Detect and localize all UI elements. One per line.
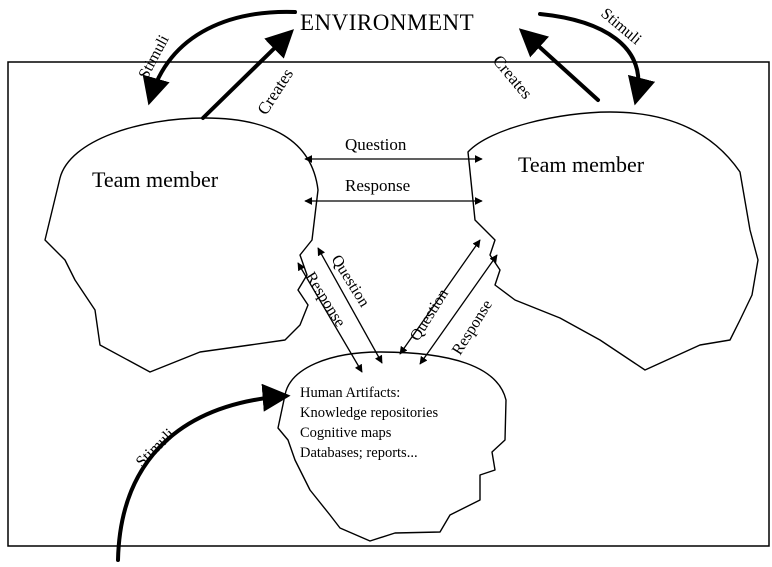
creates-arrow-right	[518, 28, 600, 102]
human-artifacts-line: Cognitive maps	[300, 425, 392, 441]
stimuli-arrow-right	[538, 12, 656, 106]
environment-label: ENVIRONMENT	[300, 10, 474, 35]
right-team-member-label: Team member	[518, 152, 645, 177]
question-label-right: Question	[407, 286, 452, 344]
creates-label-right: Creates	[489, 51, 536, 102]
response-label-right: Response	[449, 297, 496, 358]
left-team-member-head	[44, 117, 319, 373]
creates-arrow-left	[201, 29, 295, 120]
human-artifacts-line: Databases; reports...	[300, 445, 418, 461]
stimuli-arrow-left	[142, 9, 297, 106]
stimuli-label-top-left: Stimuli	[136, 32, 173, 82]
human-artifacts-line: Human Artifacts:	[300, 385, 400, 401]
question-arrow-left-artifacts	[317, 247, 383, 364]
stimuli-label-artifacts: Stimuli	[133, 425, 179, 471]
response-arrow-right-artifacts	[419, 254, 498, 365]
right-team-member-head	[467, 111, 759, 371]
creates-label-left: Creates	[253, 65, 297, 118]
left-team-member-label: Team member	[92, 167, 219, 192]
response-label-members: Response	[345, 176, 410, 195]
stimuli-arrow-artifacts	[116, 383, 291, 562]
team-boundary	[7, 61, 770, 547]
question-label-members: Question	[345, 135, 407, 154]
human-artifacts-line: Knowledge repositories	[300, 405, 438, 421]
